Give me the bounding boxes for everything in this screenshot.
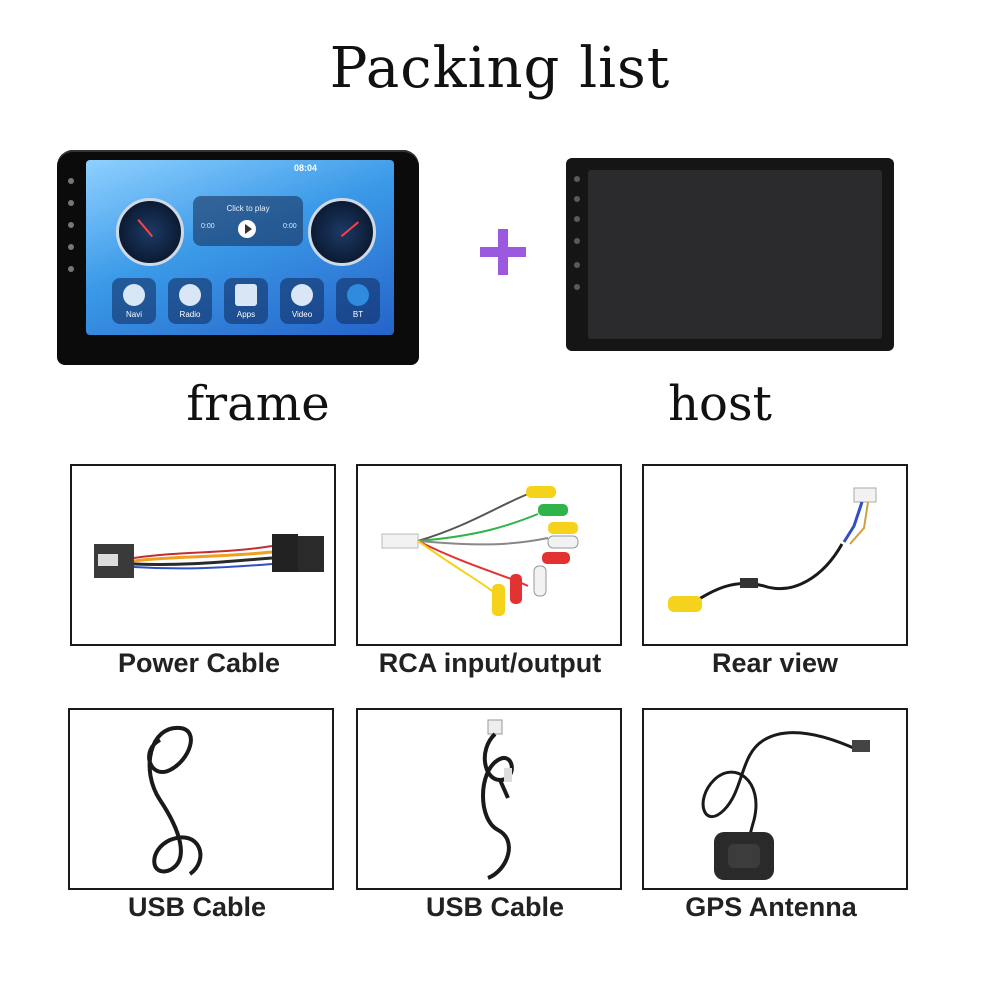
host-button [574,176,580,182]
frame-screen: 08:04 Click to play 0:00 0:00 Navi Radio… [86,160,394,335]
usb-cable-card [68,708,334,890]
status-clock: 08:04 [294,163,318,173]
host-button [574,238,580,244]
page-title: Packing list [329,36,671,101]
host-caption: host [668,376,772,432]
power-cable-card [70,464,336,646]
status-bar: 08:04 [86,160,394,176]
bluetooth-icon [347,284,369,306]
apps-icon [235,284,257,306]
frame-caption: frame [186,376,330,432]
host-button [574,262,580,268]
usb-cable-card-2 [356,708,622,890]
host-button [574,284,580,290]
tile-video: Video [280,278,324,324]
tile-label: Radio [179,310,201,319]
media-time-right: 0:00 [283,223,297,230]
frame-side-buttons [68,178,76,328]
radio-icon [179,284,201,306]
power-cable-label: Power Cable [117,648,281,678]
usb-cable-icon [481,719,514,880]
usb-cable-label: USB Cable [127,892,267,922]
tile-apps: Apps [224,278,268,324]
usb-cable-icon [147,725,203,876]
rear-view-cable-icon [668,487,877,612]
speed-gauge-icon [116,198,184,266]
media-label: Click to play [226,204,270,213]
video-icon [291,284,313,306]
rear-view-label: Rear view [711,648,839,678]
plus-icon-bar [480,247,526,257]
tile-label: Video [291,310,313,319]
tile-label: Apps [236,310,256,319]
gps-antenna-icon [701,731,870,880]
tile-navi: Navi [112,278,156,324]
tile-label: Navi [125,310,142,319]
rca-cable-icon [381,486,579,616]
gps-antenna-label: GPS Antenna [685,892,857,922]
clock-gauge-icon [308,198,376,266]
play-icon [238,220,256,238]
host-unit-image [566,158,894,351]
host-button [574,216,580,222]
tile-bt: BT [336,278,380,324]
power-cable-icon [94,534,324,578]
navigation-icon [123,284,145,306]
host-button [574,196,580,202]
tile-radio: Radio [168,278,212,324]
rca-cable-card [356,464,622,646]
media-time-left: 0:00 [201,223,215,230]
usb-cable-label-2: USB Cable [425,892,565,922]
rear-view-card [642,464,908,646]
media-widget: Click to play 0:00 0:00 [193,196,303,246]
gps-antenna-card [642,708,908,890]
rca-cable-label: RCA input/output [378,648,602,678]
tile-label: BT [352,310,364,319]
host-screen [588,170,882,339]
